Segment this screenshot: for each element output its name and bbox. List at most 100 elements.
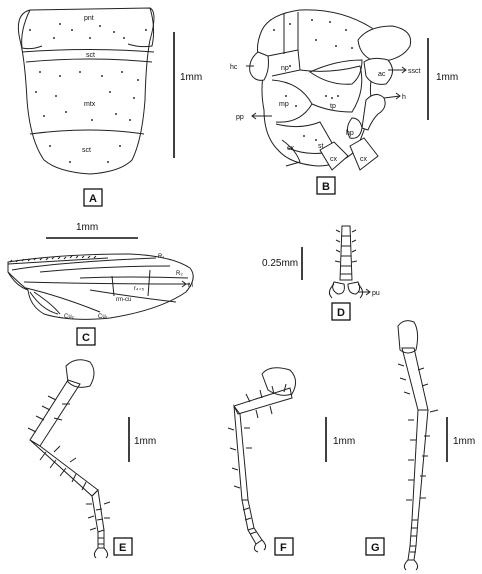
label-r45: r₄₊₅ (134, 286, 145, 292)
mesonotum-upper-divider (25, 58, 153, 63)
label-ssct: ssct (408, 68, 421, 75)
panel-a: pnt sct mtx sct 1mm A (17, 7, 202, 207)
label-cx-1: cx (287, 145, 295, 152)
costal-margin (7, 257, 109, 265)
label-st: st (318, 143, 324, 150)
panel-label-box-g (365, 537, 385, 556)
label-sct-upper: sct (86, 52, 95, 59)
pronotum-divider (21, 49, 155, 53)
vein-r23 (39, 265, 171, 273)
panel-d: 0.25mm pu D (262, 225, 380, 321)
costa-setae (9, 255, 97, 263)
panel-label-box-b (316, 176, 336, 195)
leg-e-femur (29, 379, 81, 447)
scutellum-divider (29, 129, 145, 135)
leg-f-tarsus (241, 499, 263, 545)
label-r2: R₂ (176, 271, 183, 277)
vein-m2 (89, 289, 177, 303)
mesopleuron (271, 79, 313, 123)
panel-b: hc np ac ssct pp mp tp h hp cx st cx cx … (230, 9, 458, 195)
label-r1: R₁ (158, 254, 164, 260)
label-cx-2: cx (330, 156, 338, 163)
pteropleuron (299, 65, 363, 113)
leg-g-claw (403, 559, 419, 571)
panel-label-box-f (274, 537, 294, 556)
leg-g-femur (401, 347, 429, 411)
label-mtx: mtx (84, 101, 96, 108)
coxa-1 (281, 139, 301, 167)
label-cx-3: cx (360, 156, 368, 163)
vein-cu (25, 287, 101, 313)
pointer-h-head (395, 92, 401, 100)
vein-m (23, 281, 191, 285)
label-h: h (402, 94, 406, 101)
label-sct: sct (82, 147, 91, 154)
leg-f-femur (233, 387, 293, 415)
scale-label-e: 1mm (134, 436, 156, 447)
scale-label-g: 1mm (453, 436, 475, 447)
label-rmcu: rm-cu (116, 297, 131, 303)
label-m: M (188, 283, 193, 289)
panel-label-g: G (371, 542, 380, 554)
humeral-callus (249, 51, 269, 81)
anal-lobe (29, 291, 59, 315)
label-pp: pp (236, 114, 244, 121)
leg-e-setae (27, 395, 111, 531)
panel-label-a: A (89, 193, 97, 205)
label-np: np (281, 65, 289, 72)
panel-label-f: F (280, 542, 287, 554)
setae-dots-b (273, 19, 353, 141)
scale-label-a: 1mm (180, 72, 202, 83)
scale-label-b: 1mm (436, 72, 458, 83)
label-cu1: Cu₁ (98, 314, 108, 320)
coxa-2 (319, 141, 349, 171)
leg-g-coxa (397, 320, 419, 354)
leg-f-tibia (233, 404, 249, 501)
panel-label-c: C (82, 332, 90, 344)
panel-label-box-d (331, 302, 351, 321)
haltere-pit (346, 117, 363, 139)
pointer-h (383, 95, 401, 99)
leg-g-setae (397, 363, 439, 501)
label-ac: ac (378, 71, 386, 78)
panel-label-d: D (337, 307, 345, 319)
leg-e-coxa (65, 359, 95, 388)
antenna-segments (340, 235, 352, 275)
antecoxal (363, 57, 393, 85)
setae-dots-a (29, 23, 147, 163)
coxa-3 (349, 137, 379, 171)
antenna-setae (334, 229, 358, 263)
pulvilli (332, 281, 361, 295)
sternopleuron (275, 121, 337, 154)
panel-g: 1mm G (365, 320, 475, 571)
pointer-pp-head (251, 112, 257, 120)
wing-outline (7, 253, 194, 320)
antenna-shaft (339, 225, 353, 281)
pointer-m-head (181, 280, 187, 288)
leg-e-tibia (29, 439, 99, 497)
panel-label-box-c (76, 327, 96, 346)
leg-g-segments (410, 527, 417, 553)
label-hc: hc (230, 64, 238, 71)
wing-base-hatched (309, 59, 363, 85)
vein-cu2 (33, 291, 61, 315)
leg-f-claw (253, 539, 267, 553)
leg-e-claw (93, 547, 109, 559)
scutellum-lateral (357, 25, 412, 63)
panel-c: 1mm R₁ R₂ M r₄₊₅ rm-cu Cu₁ ←Cu₂ C (7, 222, 194, 346)
haltere (361, 94, 386, 131)
thorax-outline (17, 7, 155, 175)
label-cu2: ←Cu₂ (58, 314, 75, 320)
pronotum-right-lobe (127, 7, 155, 48)
leg-g-tibia (411, 409, 429, 521)
notopleuron (267, 49, 301, 77)
scale-label-f: 1mm (333, 436, 355, 447)
scale-label-c: 1mm (76, 222, 98, 233)
panel-label-box-a (83, 188, 103, 207)
label-hp: hp (346, 130, 354, 137)
scale-label-d: 0.25mm (262, 258, 298, 269)
label-pu: pu (372, 290, 380, 297)
panel-label-e: E (119, 542, 126, 554)
pointer-ssct-head (401, 66, 407, 74)
